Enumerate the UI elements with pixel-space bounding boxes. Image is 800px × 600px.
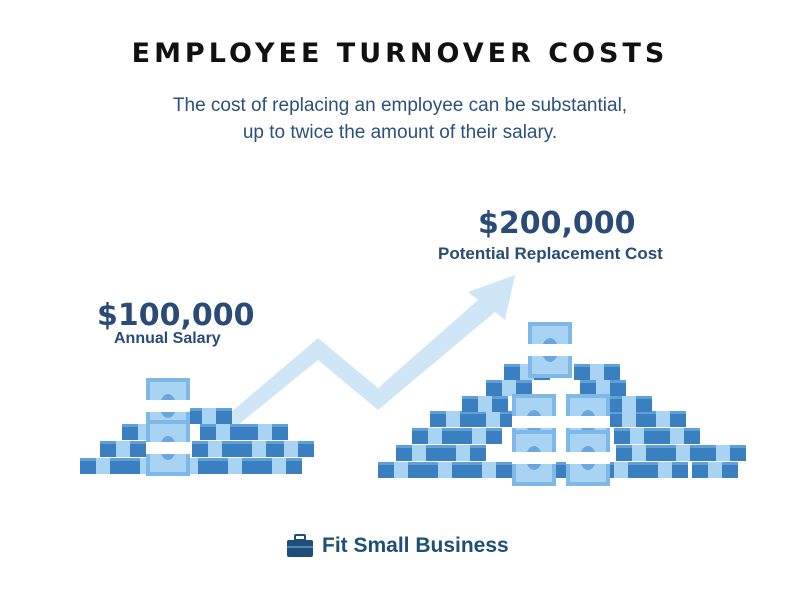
- brand-name: Fit Small Business: [322, 534, 509, 557]
- brand-logo: Fit Small Business: [286, 534, 509, 558]
- subtitle-line-2: up to twice the amount of their salary.: [242, 122, 558, 143]
- salary-amount: $100,000: [97, 298, 255, 333]
- briefcase-icon: [287, 534, 313, 557]
- growth-arrow: [210, 275, 515, 430]
- subtitle-line-1: The cost of replacing an employee can be…: [172, 95, 628, 116]
- subtitle: The cost of replacing an employee can be…: [100, 92, 700, 146]
- replacement-label: Potential Replacement Cost: [438, 244, 663, 263]
- page-title: EMPLOYEE TURNOVER COSTS: [131, 38, 669, 69]
- salary-label: Annual Salary: [114, 330, 221, 347]
- salary-money-pile: [80, 378, 314, 476]
- replacement-amount: $200,000: [478, 206, 636, 241]
